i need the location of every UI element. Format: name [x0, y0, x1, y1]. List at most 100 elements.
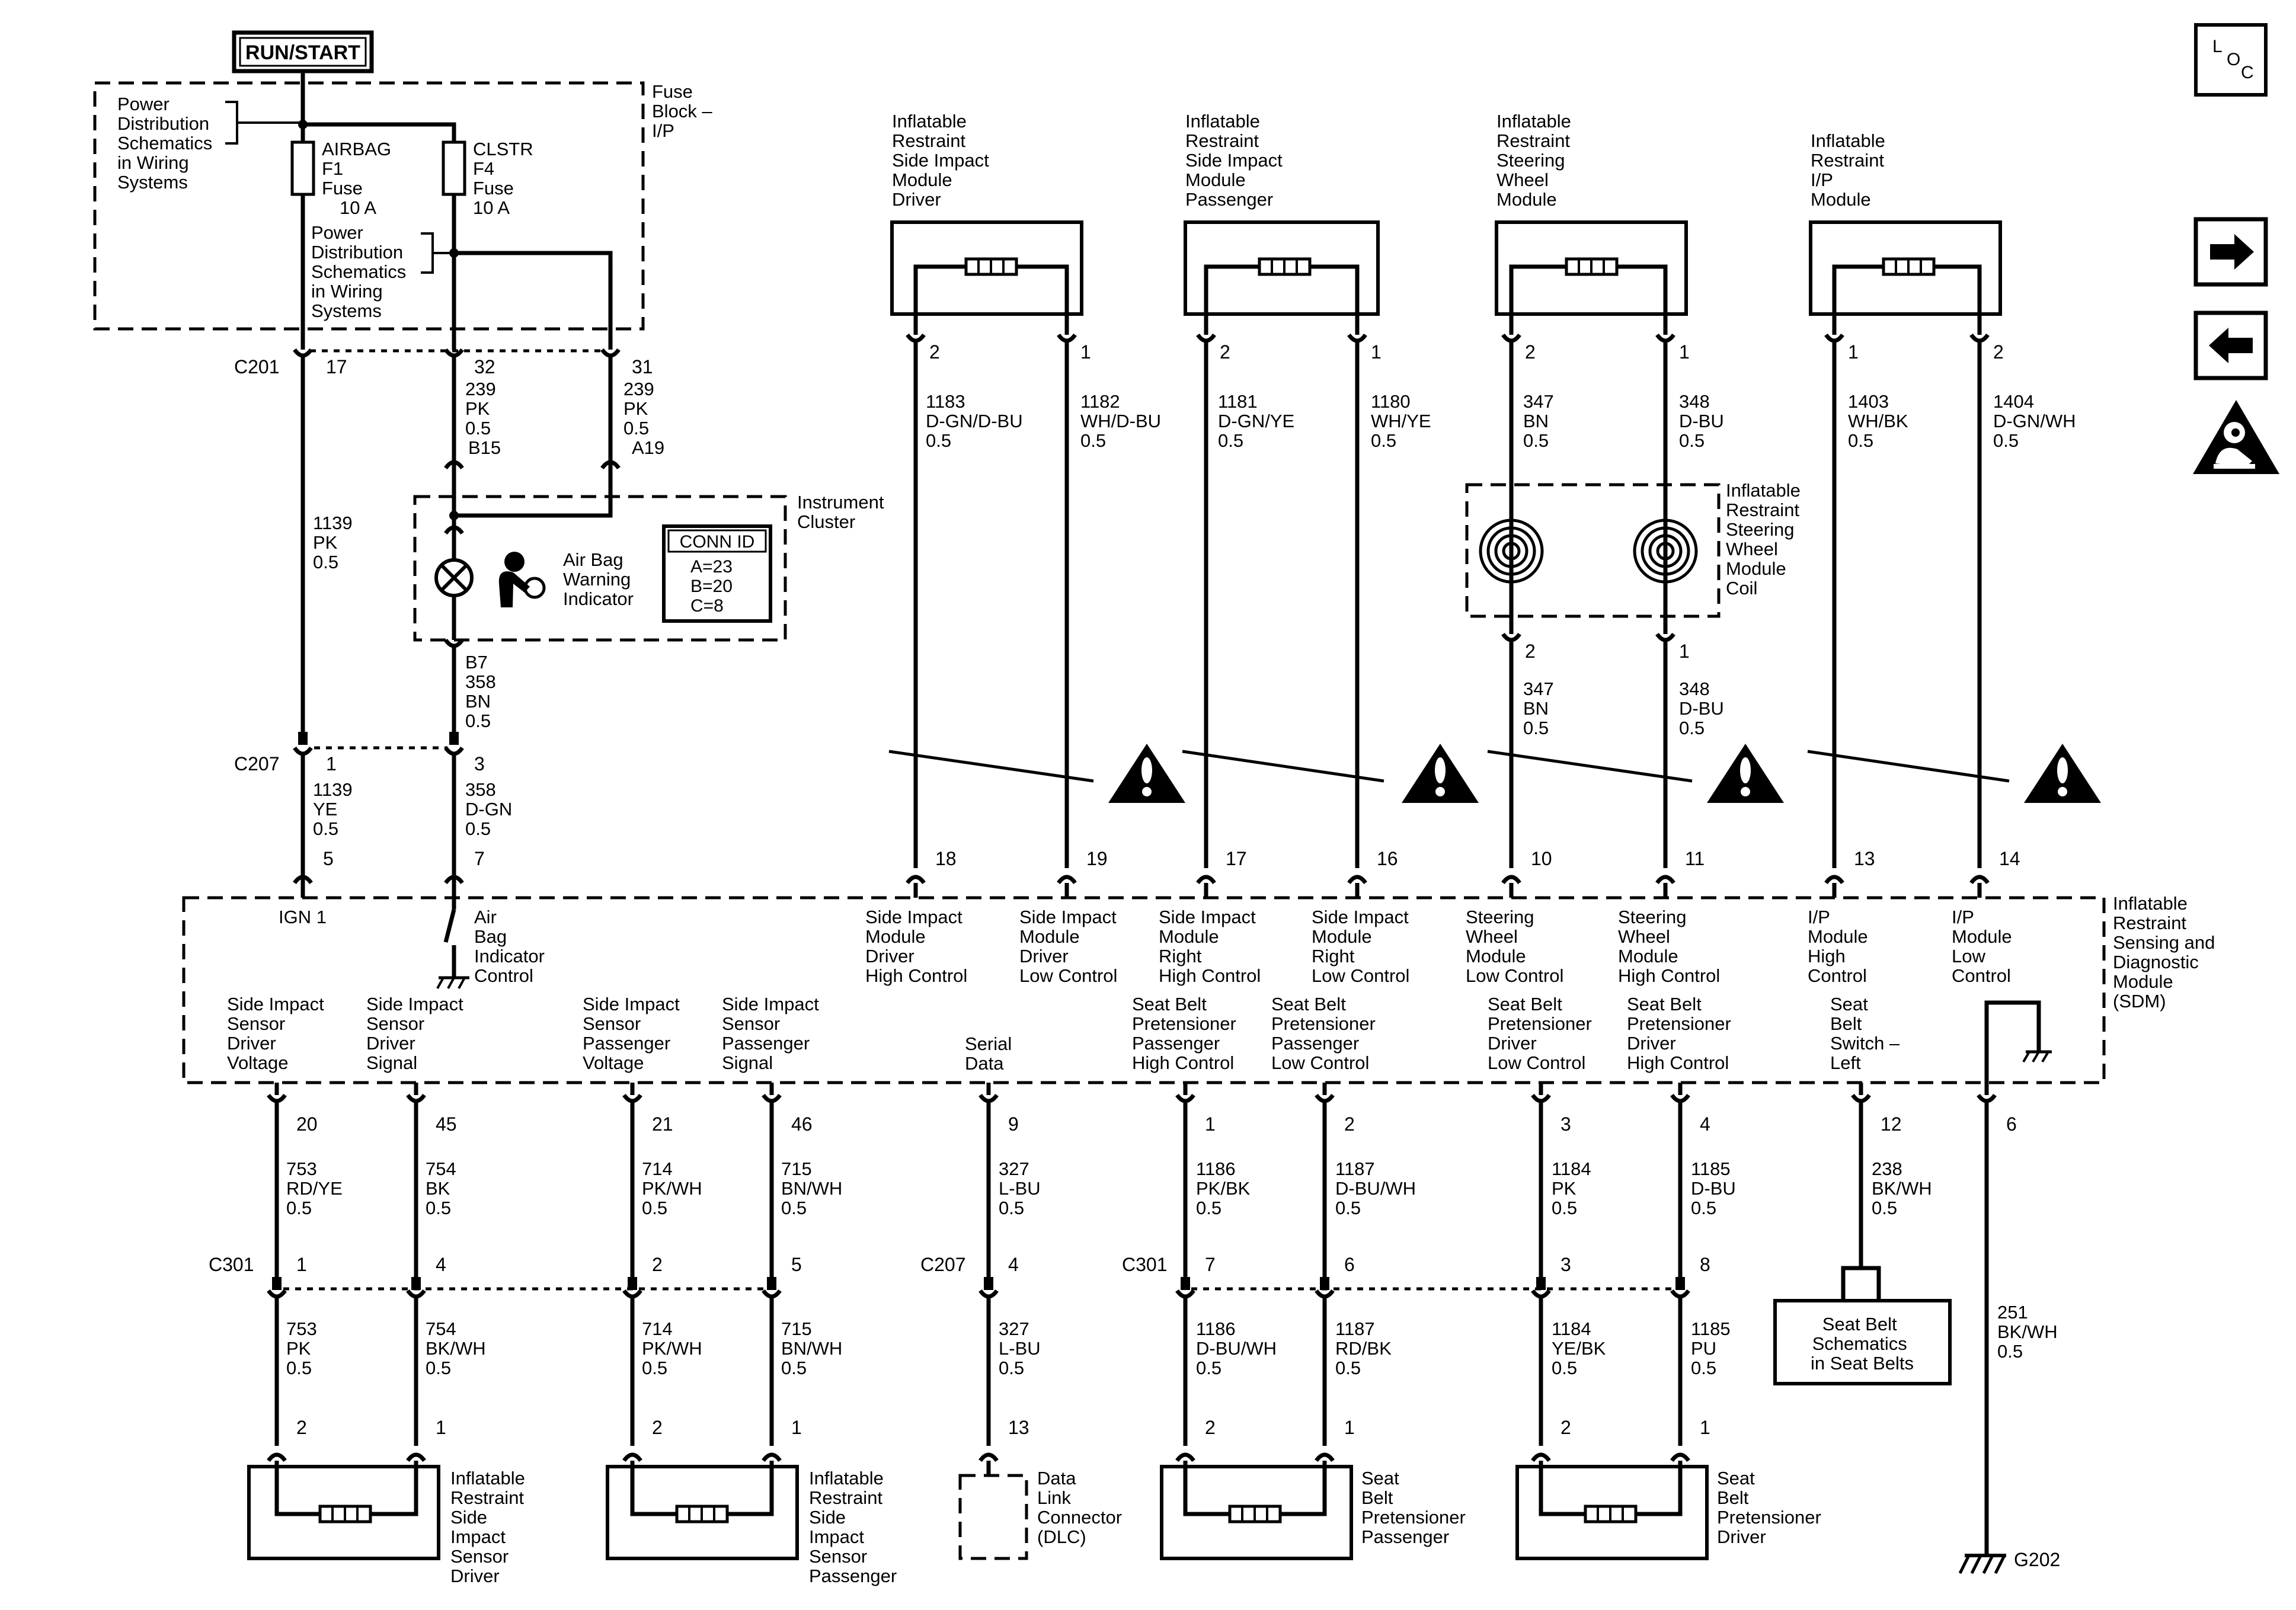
- coil-spiral-icon: [1479, 518, 1698, 584]
- pds-note-1: Power Distribution Schematics in Wiring …: [117, 94, 218, 193]
- svg-text:2: 2: [1525, 341, 1536, 363]
- module-sensor-driver: Inflatable Restraint Side Impact Sensor …: [247, 1461, 530, 1586]
- svg-text:1: 1: [1679, 341, 1690, 363]
- svg-text:3: 3: [1560, 1113, 1571, 1135]
- next-page-button[interactable]: [2193, 217, 2268, 287]
- connector-c201: C201 17 32 31: [234, 348, 653, 377]
- bottom-module-terminals: [267, 1452, 1690, 1462]
- svg-text:Seat Belt Schematics: Seat Belt Schematics in Seat Belts: [1811, 1314, 1914, 1374]
- bottom-wires: [274, 1101, 1989, 1555]
- svg-text:46: 46: [791, 1113, 813, 1135]
- loc-button[interactable]: L O C: [2194, 23, 2268, 97]
- c201-label: C201: [234, 356, 280, 377]
- svg-text:Inflatable Restraint: Inflatable Restraint Side Impact Sensor …: [450, 1468, 530, 1586]
- svg-text:9: 9: [1008, 1113, 1019, 1135]
- sdm-module: Inflatable Restraint Sensing and Diagnos…: [182, 848, 2215, 1135]
- c207-label: C207: [234, 753, 280, 774]
- pds-note-2: Power Distribution Schematics in Wiring …: [311, 222, 411, 321]
- svg-text:17: 17: [1226, 848, 1247, 869]
- c301-right-label: C301: [1122, 1254, 1168, 1275]
- connector-c207-top: C207 1 3: [234, 732, 485, 774]
- steering-wheel-coil: Inflatable Restraint Steering Wheel Modu…: [1465, 480, 1805, 662]
- module-sensor-passenger: Inflatable Restraint Side Impact Sensor …: [606, 1461, 897, 1586]
- svg-text:Inflatable Restraint: Inflatable Restraint Steering Wheel Modu…: [1726, 480, 1805, 598]
- svg-text:2: 2: [1205, 1417, 1216, 1438]
- warning-triangle-icon: [1108, 744, 1185, 803]
- svg-text:8: 8: [1700, 1254, 1710, 1275]
- svg-text:11: 11: [1685, 848, 1705, 869]
- svg-text:2: 2: [929, 341, 940, 363]
- c207-pin-1: 1: [326, 753, 337, 774]
- svg-text:2: 2: [1525, 641, 1536, 662]
- run-start-label: RUN/START: [245, 41, 360, 64]
- warning-icons: [1108, 744, 2101, 803]
- svg-text:1: 1: [1700, 1417, 1710, 1438]
- svg-text:2: 2: [652, 1254, 663, 1275]
- wire-347-lower: 347 BN 0.5: [1523, 678, 1559, 738]
- svg-text:6: 6: [1344, 1254, 1355, 1275]
- svg-text:20: 20: [296, 1113, 318, 1135]
- wire-239-b15: 239 PK 0.5 B15: [465, 379, 501, 458]
- svg-text:2: 2: [296, 1417, 307, 1438]
- module-side-impact-passenger: Inflatable Restraint Side Impact Module …: [1184, 111, 1380, 343]
- c301-left-label: C301: [209, 1254, 254, 1275]
- airbag-indicator-label: Air Bag Warning Indicator: [563, 549, 636, 609]
- sdm-top-terminals: [293, 875, 1990, 910]
- wire-239-a19: 239 PK 0.5 A19: [623, 379, 664, 458]
- svg-text:10: 10: [1531, 848, 1552, 869]
- svg-text:1: 1: [1080, 341, 1091, 363]
- power-section: RUN/START Fuse Block – I/P Power Distrib…: [93, 30, 717, 350]
- airbag-warning-button[interactable]: [2193, 400, 2279, 474]
- module-side-impact-driver: Inflatable Restraint Side Impact Module …: [890, 111, 1083, 343]
- prev-page-button[interactable]: [2193, 311, 2268, 380]
- svg-text:14: 14: [1999, 848, 2020, 869]
- c201-pin-17: 17: [326, 356, 347, 377]
- fuse-airbag-label: AIRBAG F1 Fuse 10 A: [322, 139, 396, 218]
- svg-text:1: 1: [296, 1254, 307, 1275]
- svg-text:5: 5: [323, 848, 334, 869]
- svg-text:2: 2: [1220, 341, 1230, 363]
- arrow-right-icon: [2210, 234, 2254, 270]
- svg-text:12: 12: [1881, 1113, 1902, 1135]
- fuse-clstr-label: CLSTR F4 Fuse 10 A: [473, 139, 538, 218]
- c201-pin-31: 31: [632, 356, 653, 377]
- svg-text:2: 2: [1993, 341, 2004, 363]
- svg-text:13: 13: [1854, 848, 1875, 869]
- module-ip: Inflatable Restraint I/P Module: [1809, 130, 2002, 343]
- c201-pin-32: 32: [474, 356, 495, 377]
- svg-text:16: 16: [1377, 848, 1398, 869]
- svg-text:18: 18: [935, 848, 957, 869]
- warning-triangle-icon: [2024, 744, 2101, 803]
- svg-text:Inflatable Restraint: Inflatable Restraint Side Impact Module …: [892, 111, 994, 210]
- warning-triangle-icon: [1402, 744, 1479, 803]
- fuse-block-label: Fuse Block – I/P: [652, 81, 717, 141]
- svg-text:7: 7: [1205, 1254, 1216, 1275]
